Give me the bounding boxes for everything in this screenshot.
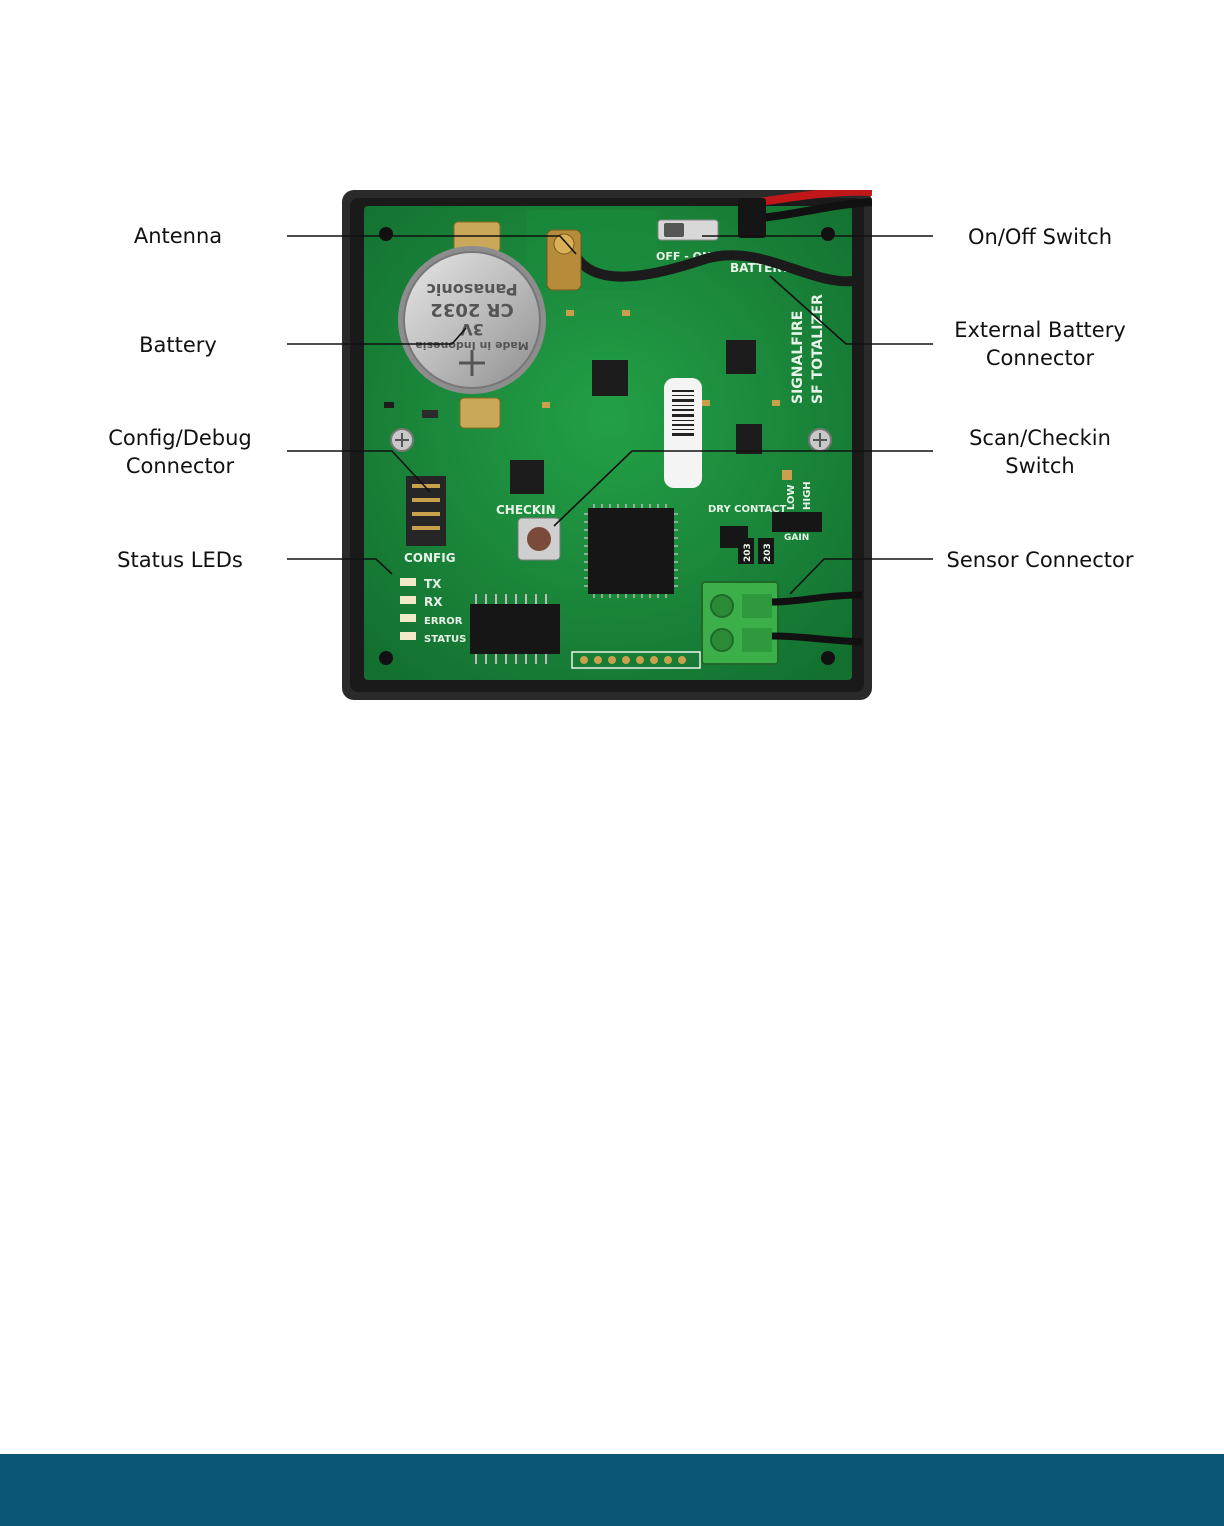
silk-res-203-a: 203 — [743, 543, 753, 562]
silk-high: HIGH — [802, 481, 813, 510]
checkin-button — [518, 518, 560, 560]
silk-led-status: STATUS — [424, 634, 466, 645]
silk-checkin-label: CHECKIN — [496, 503, 556, 517]
battery-connector — [738, 198, 766, 238]
coin-brand: Panasonic — [426, 280, 517, 299]
driver-ic — [470, 594, 560, 664]
footer-band — [0, 1454, 1224, 1526]
callout-config-debug-connector: Config/Debug Connector — [90, 424, 270, 480]
sensor-terminal-block — [702, 582, 778, 664]
silk-led-error: ERROR — [424, 616, 463, 627]
callout-battery: Battery — [118, 331, 238, 359]
callout-on-off-switch: On/Off Switch — [950, 223, 1130, 251]
microcontroller — [584, 504, 678, 598]
silk-led-tx: TX — [424, 577, 442, 591]
silk-low: LOW — [786, 484, 797, 510]
coin-model: CR 2032 — [430, 299, 513, 320]
silk-config-label: CONFIG — [404, 551, 456, 565]
pcb-board-illustration: OFF - ON BATTERY Made in Indonesia 3V CR… — [342, 190, 872, 700]
callout-sensor-connector: Sensor Connector — [930, 546, 1150, 574]
barcode-sticker — [664, 378, 702, 488]
callout-external-battery-connector: External Battery Connector — [940, 316, 1140, 372]
config-debug-header — [406, 476, 446, 546]
silk-gain: GAIN — [784, 533, 809, 543]
silk-res-203-b: 203 — [763, 543, 773, 562]
callout-antenna: Antenna — [118, 222, 238, 250]
on-off-switch — [658, 220, 718, 240]
silk-brand: SIGNALFIRE — [790, 311, 806, 404]
callout-status-leds: Status LEDs — [100, 546, 260, 574]
silk-led-rx: RX — [424, 595, 443, 609]
antenna-connector — [547, 230, 581, 290]
callout-scan-checkin-switch: Scan/Checkin Switch — [950, 424, 1130, 480]
coin-voltage: 3V — [460, 320, 484, 339]
silk-model: SF TOTALIZER — [810, 294, 826, 404]
